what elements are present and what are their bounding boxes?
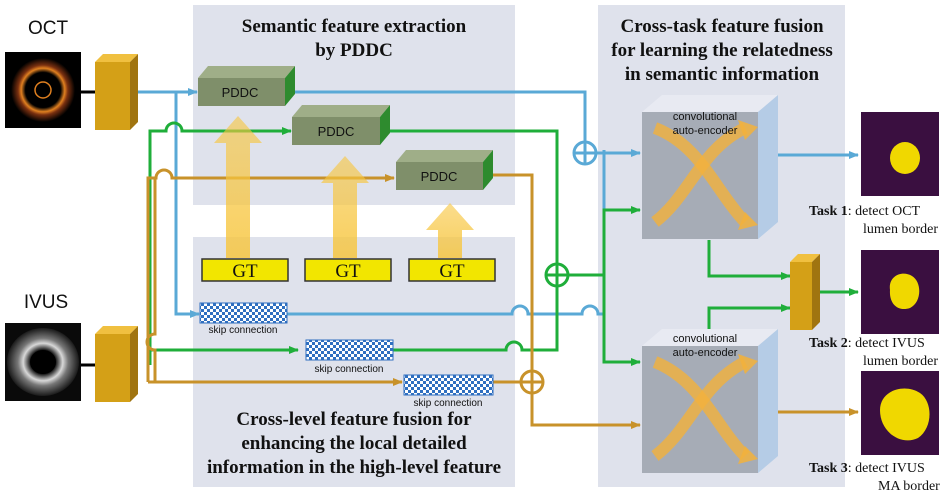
cross-level-panel-title: information in the high-level feature — [207, 457, 501, 478]
pddc-module-3: PDDC — [396, 150, 493, 190]
green-sum-node — [544, 262, 570, 288]
skip-connection-3: skip connection — [403, 374, 494, 409]
svg-text:PDDC: PDDC — [222, 85, 259, 100]
gt-arrow-1 — [214, 116, 262, 258]
svg-text:auto-encoder: auto-encoder — [673, 125, 738, 137]
cross-task-panel-title: Cross-task feature fusion — [620, 16, 823, 37]
conv-auto-encoder-1: convolutional auto-encoder — [642, 95, 778, 239]
gt-box-2: GT — [304, 258, 392, 282]
task2-fusion-block — [790, 254, 820, 330]
task2-output-mask — [861, 250, 939, 334]
cross-task-panel-title: in semantic information — [625, 64, 820, 85]
ivus-image — [5, 323, 81, 401]
task1-label-line2: lumen border — [863, 222, 938, 237]
svg-text:skip connection: skip connection — [209, 325, 278, 336]
conv-auto-encoder-2: convolutional auto-encoder — [642, 329, 778, 473]
svg-text:PDDC: PDDC — [318, 124, 355, 139]
svg-text:auto-encoder: auto-encoder — [673, 347, 738, 359]
svg-text:GT: GT — [232, 261, 258, 282]
oct-image — [5, 52, 81, 128]
cross-level-panel-title: enhancing the local detailed — [241, 433, 467, 454]
gt-arrow-3 — [426, 203, 474, 258]
task2-label-line2: lumen border — [863, 354, 938, 369]
svg-text:skip connection: skip connection — [315, 364, 384, 375]
semantic-panel-title: by PDDC — [315, 40, 393, 61]
task2-label: Task 2: detect IVUS — [809, 336, 925, 351]
svg-text:skip connection: skip connection — [414, 398, 483, 409]
svg-text:PDDC: PDDC — [421, 169, 458, 184]
pddc-module-2: PDDC — [292, 105, 390, 145]
task1-label: Task 1: detect OCT — [809, 204, 921, 219]
svg-text:convolutional: convolutional — [673, 111, 737, 123]
task3-label-line2: MA border — [878, 479, 940, 494]
task1-output-mask — [861, 112, 939, 196]
oct-encoder-block — [95, 54, 138, 130]
blue-sum-node — [572, 140, 598, 166]
ivus-encoder-block — [95, 326, 138, 402]
ivus-input-label: IVUS — [24, 292, 68, 313]
svg-text:GT: GT — [335, 261, 361, 282]
svg-text:GT: GT — [439, 261, 465, 282]
gt-arrow-2 — [321, 156, 369, 258]
cross-task-panel-title: for learning the relatedness — [611, 40, 832, 61]
task3-output-mask — [861, 371, 939, 455]
skip-connection-2: skip connection — [305, 339, 394, 375]
gt-box-3: GT — [408, 258, 496, 282]
oct-input-label: OCT — [28, 18, 69, 39]
svg-text:convolutional: convolutional — [673, 333, 737, 345]
semantic-panel-title: Semantic feature extraction — [242, 16, 467, 37]
gt-box-1: GT — [201, 258, 289, 282]
skip-connection-1: skip connection — [199, 302, 288, 336]
cross-level-panel-title: Cross-level feature fusion for — [236, 409, 472, 430]
orange-sum-node — [519, 369, 545, 395]
pddc-module-1: PDDC — [198, 66, 295, 106]
task3-label: Task 3: detect IVUS — [809, 461, 925, 476]
